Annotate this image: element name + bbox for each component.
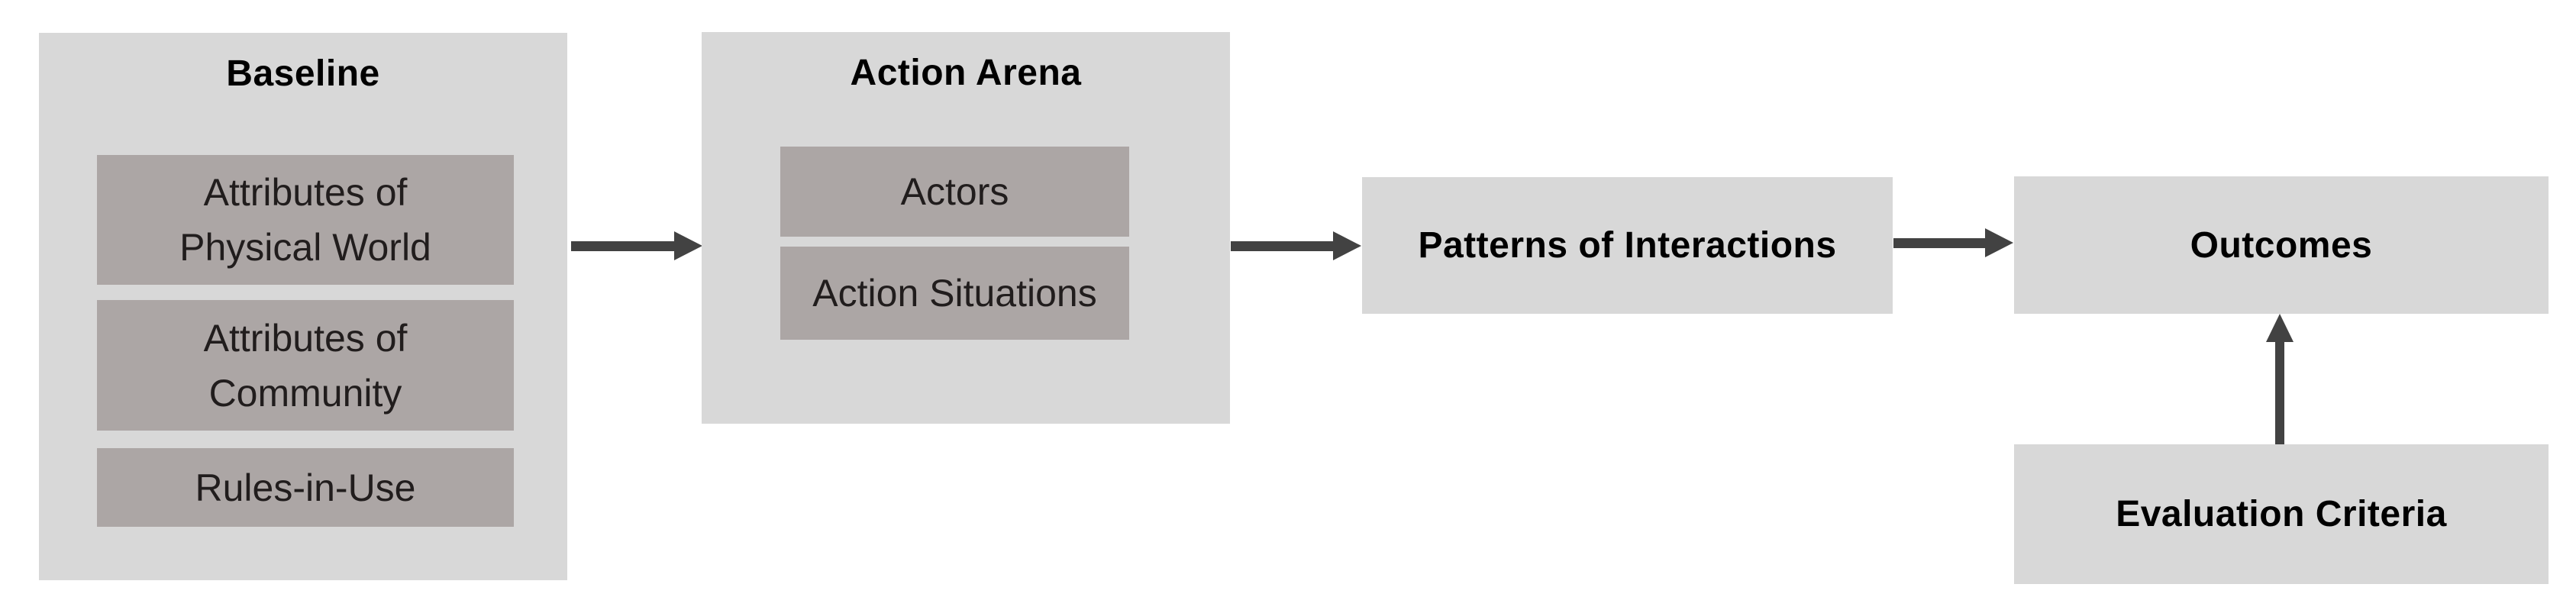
outcomes-panel: Outcomes	[2014, 176, 2549, 314]
attributes-of-community-line1: Attributes of	[203, 316, 408, 360]
action-situations-label: Action Situations	[812, 272, 1097, 315]
baseline-title: Baseline	[226, 53, 380, 94]
arrow-shaft	[571, 241, 676, 251]
arrow-shaft	[1893, 238, 1987, 248]
arrow-shaft	[1231, 241, 1335, 251]
arrow-head-right-icon	[674, 231, 702, 260]
outcomes-label: Outcomes	[2190, 224, 2373, 266]
attributes-of-physical-world-line2: Physical World	[179, 226, 431, 269]
action-situations-box: Action Situations	[780, 247, 1129, 340]
arrow-head-up-icon	[2266, 314, 2294, 342]
patterns-of-interactions-label: Patterns of Interactions	[1418, 225, 1837, 266]
baseline-panel: Baseline Attributes of Physical World At…	[39, 33, 567, 580]
attributes-of-community-box: Attributes of Community	[97, 300, 514, 431]
rules-in-use-box: Rules-in-Use	[97, 448, 514, 527]
rules-in-use-label: Rules-in-Use	[195, 466, 416, 509]
actors-label: Actors	[900, 170, 1009, 213]
arrow-head-right-icon	[1985, 228, 2013, 257]
attributes-of-physical-world-box: Attributes of Physical World	[97, 155, 514, 285]
arrow-shaft	[2275, 341, 2284, 444]
evaluation-criteria-label: Evaluation Criteria	[2116, 494, 2447, 534]
evaluation-criteria-panel: Evaluation Criteria	[2014, 444, 2549, 584]
actors-box: Actors	[780, 147, 1129, 237]
attributes-of-community-line2: Community	[208, 371, 402, 415]
patterns-of-interactions-panel: Patterns of Interactions	[1362, 177, 1893, 314]
action-arena-title: Action Arena	[850, 53, 1082, 93]
attributes-of-physical-world-line1: Attributes of	[203, 171, 408, 214]
arrow-head-right-icon	[1333, 231, 1361, 260]
action-arena-panel: Action Arena Actors Action Situations	[702, 32, 1230, 424]
